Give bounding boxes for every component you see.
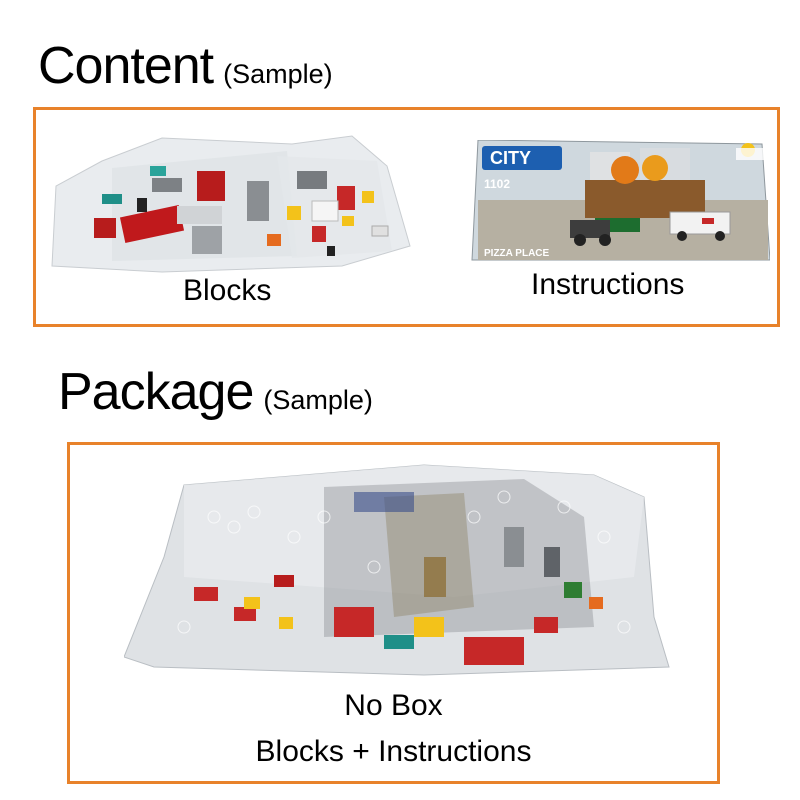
content-subtitle: (Sample): [223, 59, 333, 89]
no-box-label: No Box: [344, 689, 443, 722]
instructions-label: Instructions: [531, 268, 685, 301]
content-title: Content: [38, 37, 214, 95]
manual-brand: CITY: [490, 148, 531, 168]
instruction-manual-photo: CITY 1102 PIZZA PLACE: [471, 140, 770, 261]
package-heading: Package (Sample): [58, 362, 373, 422]
package-bag-photo: [124, 464, 670, 676]
package-frame: No Box Blocks + Instructions: [67, 442, 720, 784]
package-subtitle: (Sample): [263, 385, 373, 415]
package-title: Package: [58, 363, 254, 421]
blocks-photo: [51, 135, 411, 273]
manual-name: PIZZA PLACE: [484, 248, 550, 259]
content-frame: Blocks CITY 1102 PIZZA PLACE Instruction…: [33, 107, 780, 327]
blocks-label: Blocks: [183, 274, 272, 307]
manual-number: 1102: [484, 177, 510, 191]
package-contents-label: Blocks + Instructions: [255, 735, 532, 768]
content-heading: Content (Sample): [38, 36, 333, 96]
